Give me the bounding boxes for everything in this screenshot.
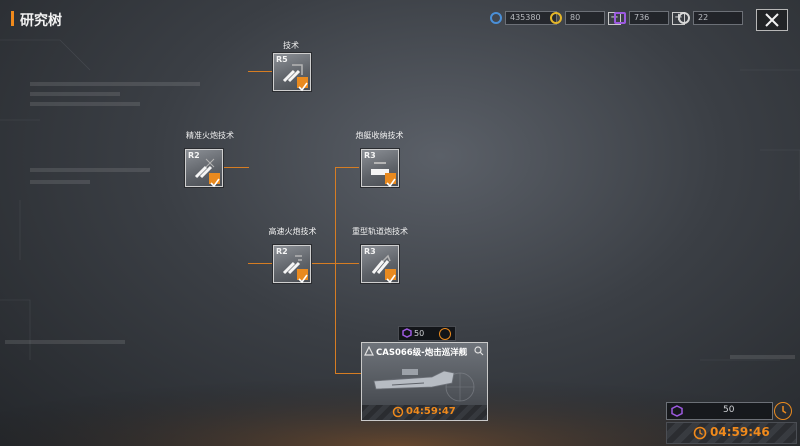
railgun-icon bbox=[371, 254, 391, 274]
refresh-coin-icon bbox=[490, 12, 502, 24]
tech-node-railgun[interactable]: R3 bbox=[361, 245, 399, 284]
rank-label: R2 bbox=[188, 151, 200, 160]
rank-label: R2 bbox=[276, 247, 288, 256]
speedup-cost-panel: 50 bbox=[666, 402, 773, 420]
tech-node-turret[interactable]: R3 bbox=[361, 149, 399, 188]
search-icon[interactable] bbox=[474, 346, 484, 356]
title-accent-bar bbox=[11, 11, 14, 26]
completed-check-icon bbox=[297, 269, 308, 284]
research-card[interactable]: CAS066级-炮击巡洋舰 04:59:47 bbox=[361, 342, 488, 421]
node-label: 高速火炮技术 bbox=[268, 227, 317, 236]
completed-check-icon bbox=[297, 77, 308, 92]
research-cost-value: 50 bbox=[414, 329, 425, 338]
resource-credits: 435380 bbox=[490, 11, 557, 25]
triangle-coin-icon bbox=[550, 12, 562, 24]
connector-line bbox=[248, 263, 272, 264]
speedup-icon[interactable] bbox=[439, 328, 451, 340]
research-cost-badge: 50 bbox=[398, 326, 456, 341]
resource-gold: 80 + bbox=[550, 11, 621, 25]
clock-icon bbox=[693, 426, 707, 440]
precision-cannon-icon bbox=[194, 158, 215, 179]
resource-rounds: 22 bbox=[678, 11, 743, 25]
resource-chips-value: 736 bbox=[629, 11, 669, 25]
tech-node-speed[interactable]: R2 bbox=[273, 245, 311, 284]
turret-storage-icon bbox=[371, 162, 389, 175]
completed-check-icon bbox=[385, 269, 396, 284]
connector-line bbox=[248, 71, 272, 72]
close-button[interactable] bbox=[756, 9, 788, 31]
connector-line bbox=[335, 263, 359, 264]
total-timer: 04:59:46 bbox=[666, 422, 797, 444]
cruiser-image bbox=[373, 369, 475, 402]
connector-line bbox=[335, 167, 336, 373]
node-label: 炮艇收纳技术 bbox=[355, 131, 404, 140]
tech-node-precision[interactable]: R2 bbox=[185, 149, 223, 188]
speed-cannon-icon bbox=[282, 255, 302, 275]
connector-line bbox=[223, 167, 249, 168]
rank-label: R3 bbox=[364, 247, 376, 256]
bullet-icon bbox=[678, 12, 690, 24]
total-timer-value: 04:59:46 bbox=[710, 425, 770, 439]
speedup-button[interactable] bbox=[774, 402, 792, 420]
research-timer-value: 04:59:47 bbox=[406, 406, 456, 417]
node-label: 重型轨道炮技术 bbox=[352, 227, 408, 236]
resource-rounds-value: 22 bbox=[693, 11, 743, 25]
resource-chips: 736 + bbox=[614, 11, 685, 25]
completed-check-icon bbox=[209, 173, 220, 188]
connector-line bbox=[335, 373, 361, 374]
ship-class-icon bbox=[364, 346, 374, 356]
research-card-name: CAS066级-炮击巡洋舰 bbox=[376, 348, 468, 358]
hex-chip-icon bbox=[614, 12, 626, 24]
rank-label: R3 bbox=[364, 151, 376, 160]
connector-line bbox=[310, 263, 336, 264]
speedup-cost-value: 50 bbox=[723, 405, 735, 415]
research-timer: 04:59:47 bbox=[362, 405, 487, 420]
close-icon bbox=[765, 13, 779, 27]
tech-node-top[interactable]: R5 bbox=[273, 53, 311, 92]
node-label: 精准火炮技术 bbox=[186, 131, 234, 140]
cannon-icon bbox=[282, 64, 303, 83]
speedup-icon bbox=[782, 406, 787, 414]
rank-label: R5 bbox=[276, 55, 288, 64]
page-title: 研究树 bbox=[20, 13, 62, 29]
node-label: 技术 bbox=[283, 41, 299, 50]
resource-gold-value: 80 bbox=[565, 11, 605, 25]
hex-chip-icon bbox=[671, 405, 683, 417]
completed-check-icon bbox=[385, 173, 396, 188]
hex-chip-icon bbox=[402, 328, 412, 338]
connector-line bbox=[335, 167, 359, 168]
clock-icon bbox=[392, 406, 404, 418]
